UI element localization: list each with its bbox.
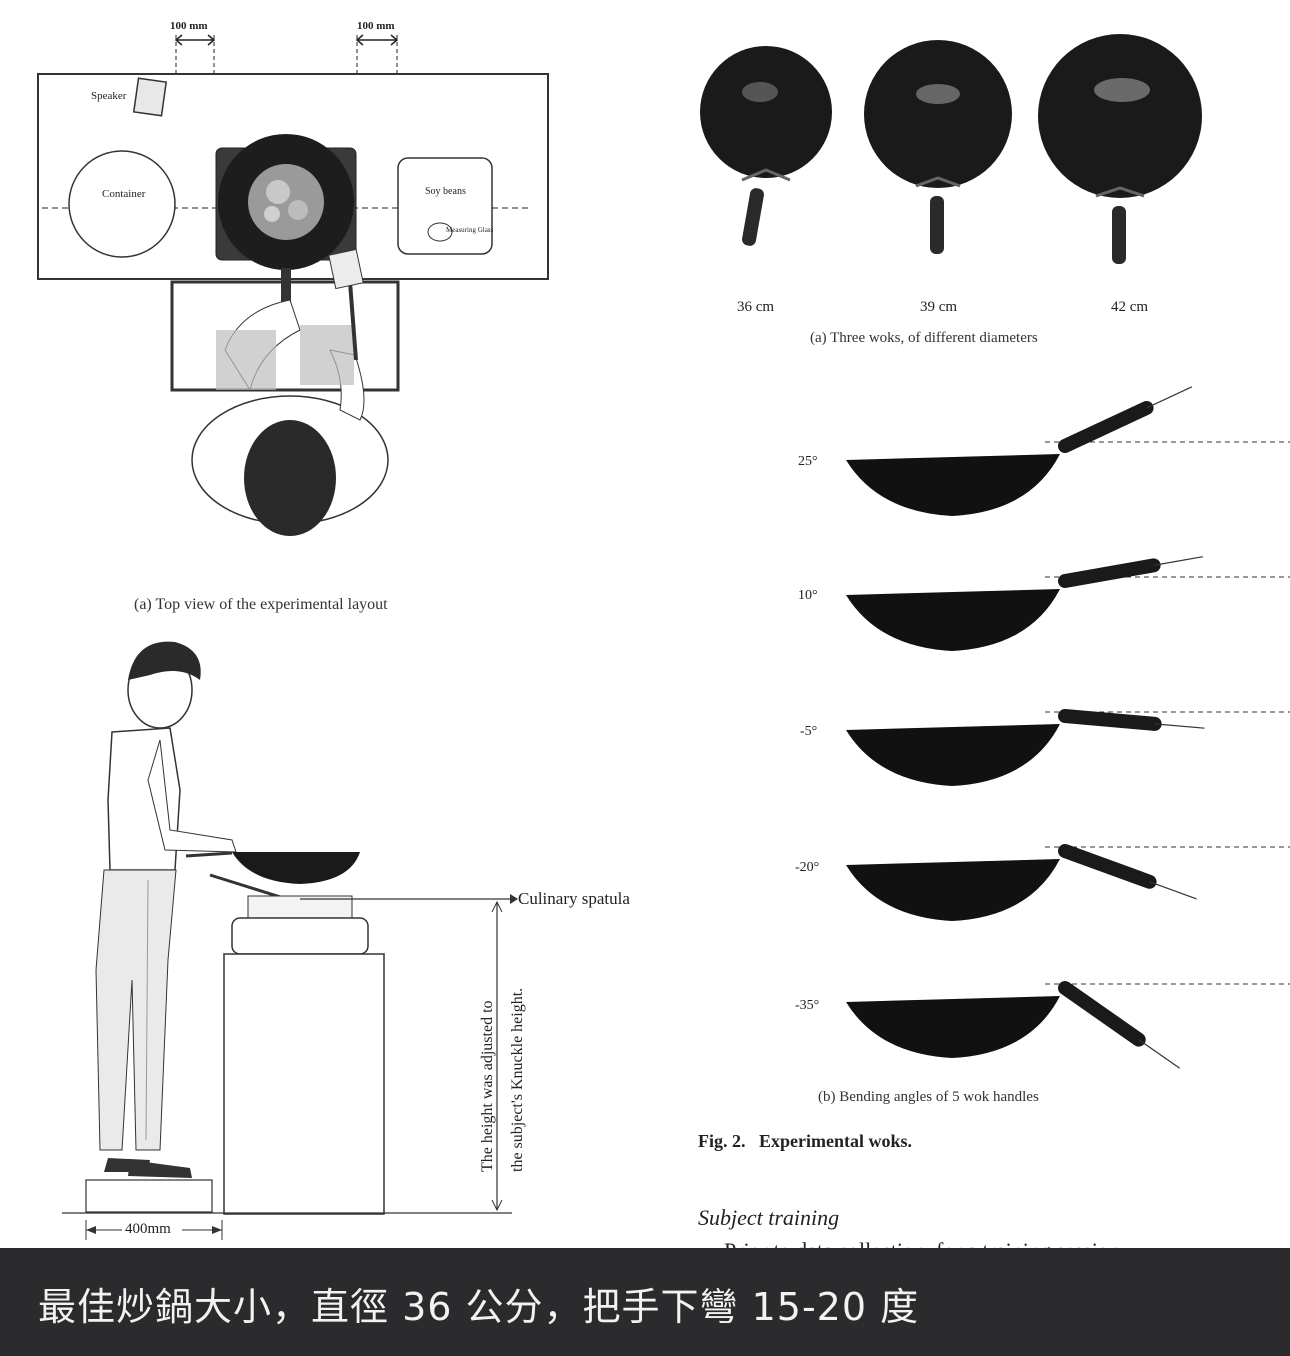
figure-title: Fig. 2. Experimental woks.: [698, 1131, 912, 1151]
top-view-drawing: [37, 34, 549, 536]
banner-text: 最佳炒鍋大小，直徑 36 公分，把手下彎 15-20 度: [38, 1285, 920, 1329]
wok-size-1: 36 cm: [737, 299, 775, 315]
culinary-spatula-label: Culinary spatula: [518, 889, 630, 908]
angle-label-5: -35°: [795, 998, 820, 1013]
angle-label-2: 10°: [798, 588, 818, 603]
angle-label-3: -5°: [800, 724, 818, 739]
container-label: Container: [102, 188, 146, 200]
angle-label-4: -20°: [795, 860, 820, 875]
three-woks-caption: (a) Three woks, of different diameters: [810, 330, 1038, 346]
wok-profile: [846, 709, 1290, 786]
height-note-line1: The height was adjusted to: [479, 1000, 496, 1172]
bending-angles-drawing: [846, 386, 1290, 1069]
wok-size-2: 39 cm: [920, 299, 958, 315]
top-view-caption: (a) Top view of the experimental layout: [134, 596, 388, 613]
height-note-line2: the subject's Knuckle height.: [509, 987, 526, 1172]
caption-banner: [0, 1248, 1290, 1356]
wok-profile: [846, 386, 1290, 516]
angle-label-1: 25°: [798, 454, 818, 469]
bending-angles-caption: (b) Bending angles of 5 wok handles: [818, 1089, 1039, 1105]
wok-profile: [846, 556, 1290, 651]
wok-size-3: 42 cm: [1111, 299, 1149, 315]
section-heading: Subject training: [698, 1205, 840, 1230]
dimension-label-left: 100 mm: [170, 20, 208, 32]
width-label: 400mm: [125, 1221, 171, 1237]
side-view-drawing: [62, 641, 518, 1240]
speaker-label: Speaker: [91, 90, 127, 102]
wok-profile: [846, 981, 1290, 1069]
wok-profile: [846, 844, 1290, 921]
three-woks-drawing: [700, 34, 1202, 264]
dimension-label-right: 100 mm: [357, 20, 395, 32]
measuring-glass-label: Measuring Glass: [446, 226, 494, 234]
soy-beans-label: Soy beans: [425, 186, 466, 197]
height-note: The height was adjusted to the subject's…: [473, 912, 533, 1172]
